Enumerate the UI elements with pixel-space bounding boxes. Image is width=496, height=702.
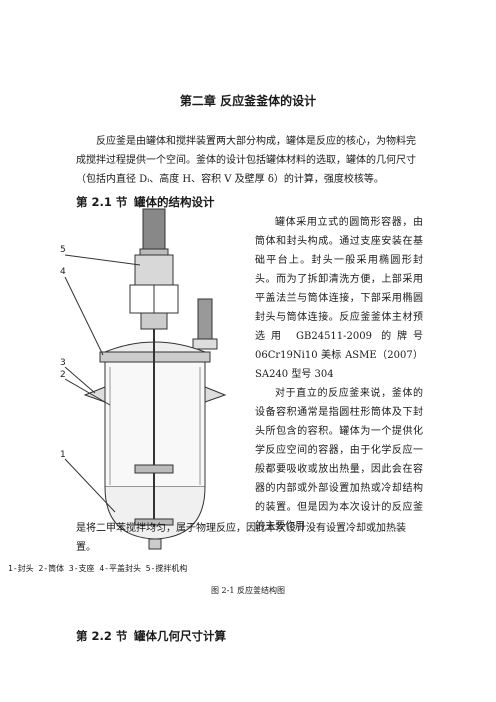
label-2: 2 <box>60 370 66 380</box>
motor <box>142 208 166 250</box>
chapter-title: 第二章 反应釜釜体的设计 <box>179 94 317 108</box>
section1-body: 罐体采用立式的圆筒形容器，由筒体和封头构成。通过支座安装在基础平台上。封头一般采… <box>255 213 423 536</box>
gearbox <box>134 254 174 286</box>
label-4: 4 <box>60 267 66 277</box>
section-heading-2-1: 第 2.1 节罐体的结构设计 <box>76 194 215 210</box>
paragraph-volume: 对于直立的反应釜来说，釜体的设备容积通常是指圆柱形筒体及下封头所包含的容积。罐体… <box>255 388 423 532</box>
label-1: 1 <box>60 450 66 460</box>
figure-legend: 1-封头 2-筒体 3-支座 4-平盖封头 5-搅拌机构 <box>8 564 188 573</box>
intro-paragraph: 反应釜是由罐体和搅拌装置两大部分构成，罐体是反应的核心，为物料完成搅拌过程提供一… <box>76 136 416 185</box>
impeller <box>134 464 174 474</box>
motor-cap <box>139 248 169 256</box>
section-title: 罐体的结构设计 <box>134 195 215 209</box>
paragraph-structure: 罐体采用立式的圆筒形容器，由筒体和封头构成。通过支座安装在基础平台上。封头一般采… <box>255 217 423 380</box>
support-right <box>204 386 227 403</box>
section-heading-2-2: 第 2.2 节罐体几何尺寸计算 <box>76 628 226 644</box>
section-number: 第 2.1 节 <box>76 195 128 209</box>
paragraph-tail: 是将二甲苯搅拌均匀，属于物理反应，因此本次设计没有设置冷却或加热装置。 <box>76 523 406 553</box>
side-motor <box>197 298 213 340</box>
section-title: 罐体几何尺寸计算 <box>134 629 226 643</box>
seal-flange <box>140 312 168 330</box>
label-3: 3 <box>60 358 66 368</box>
figure-caption: 图 2-1 反应釜结构图 <box>211 586 285 595</box>
label-5: 5 <box>60 245 66 255</box>
support-left <box>83 386 106 403</box>
section-number: 第 2.2 节 <box>76 629 128 643</box>
reactor-structure-diagram: 5 4 3 2 1 <box>60 208 227 550</box>
